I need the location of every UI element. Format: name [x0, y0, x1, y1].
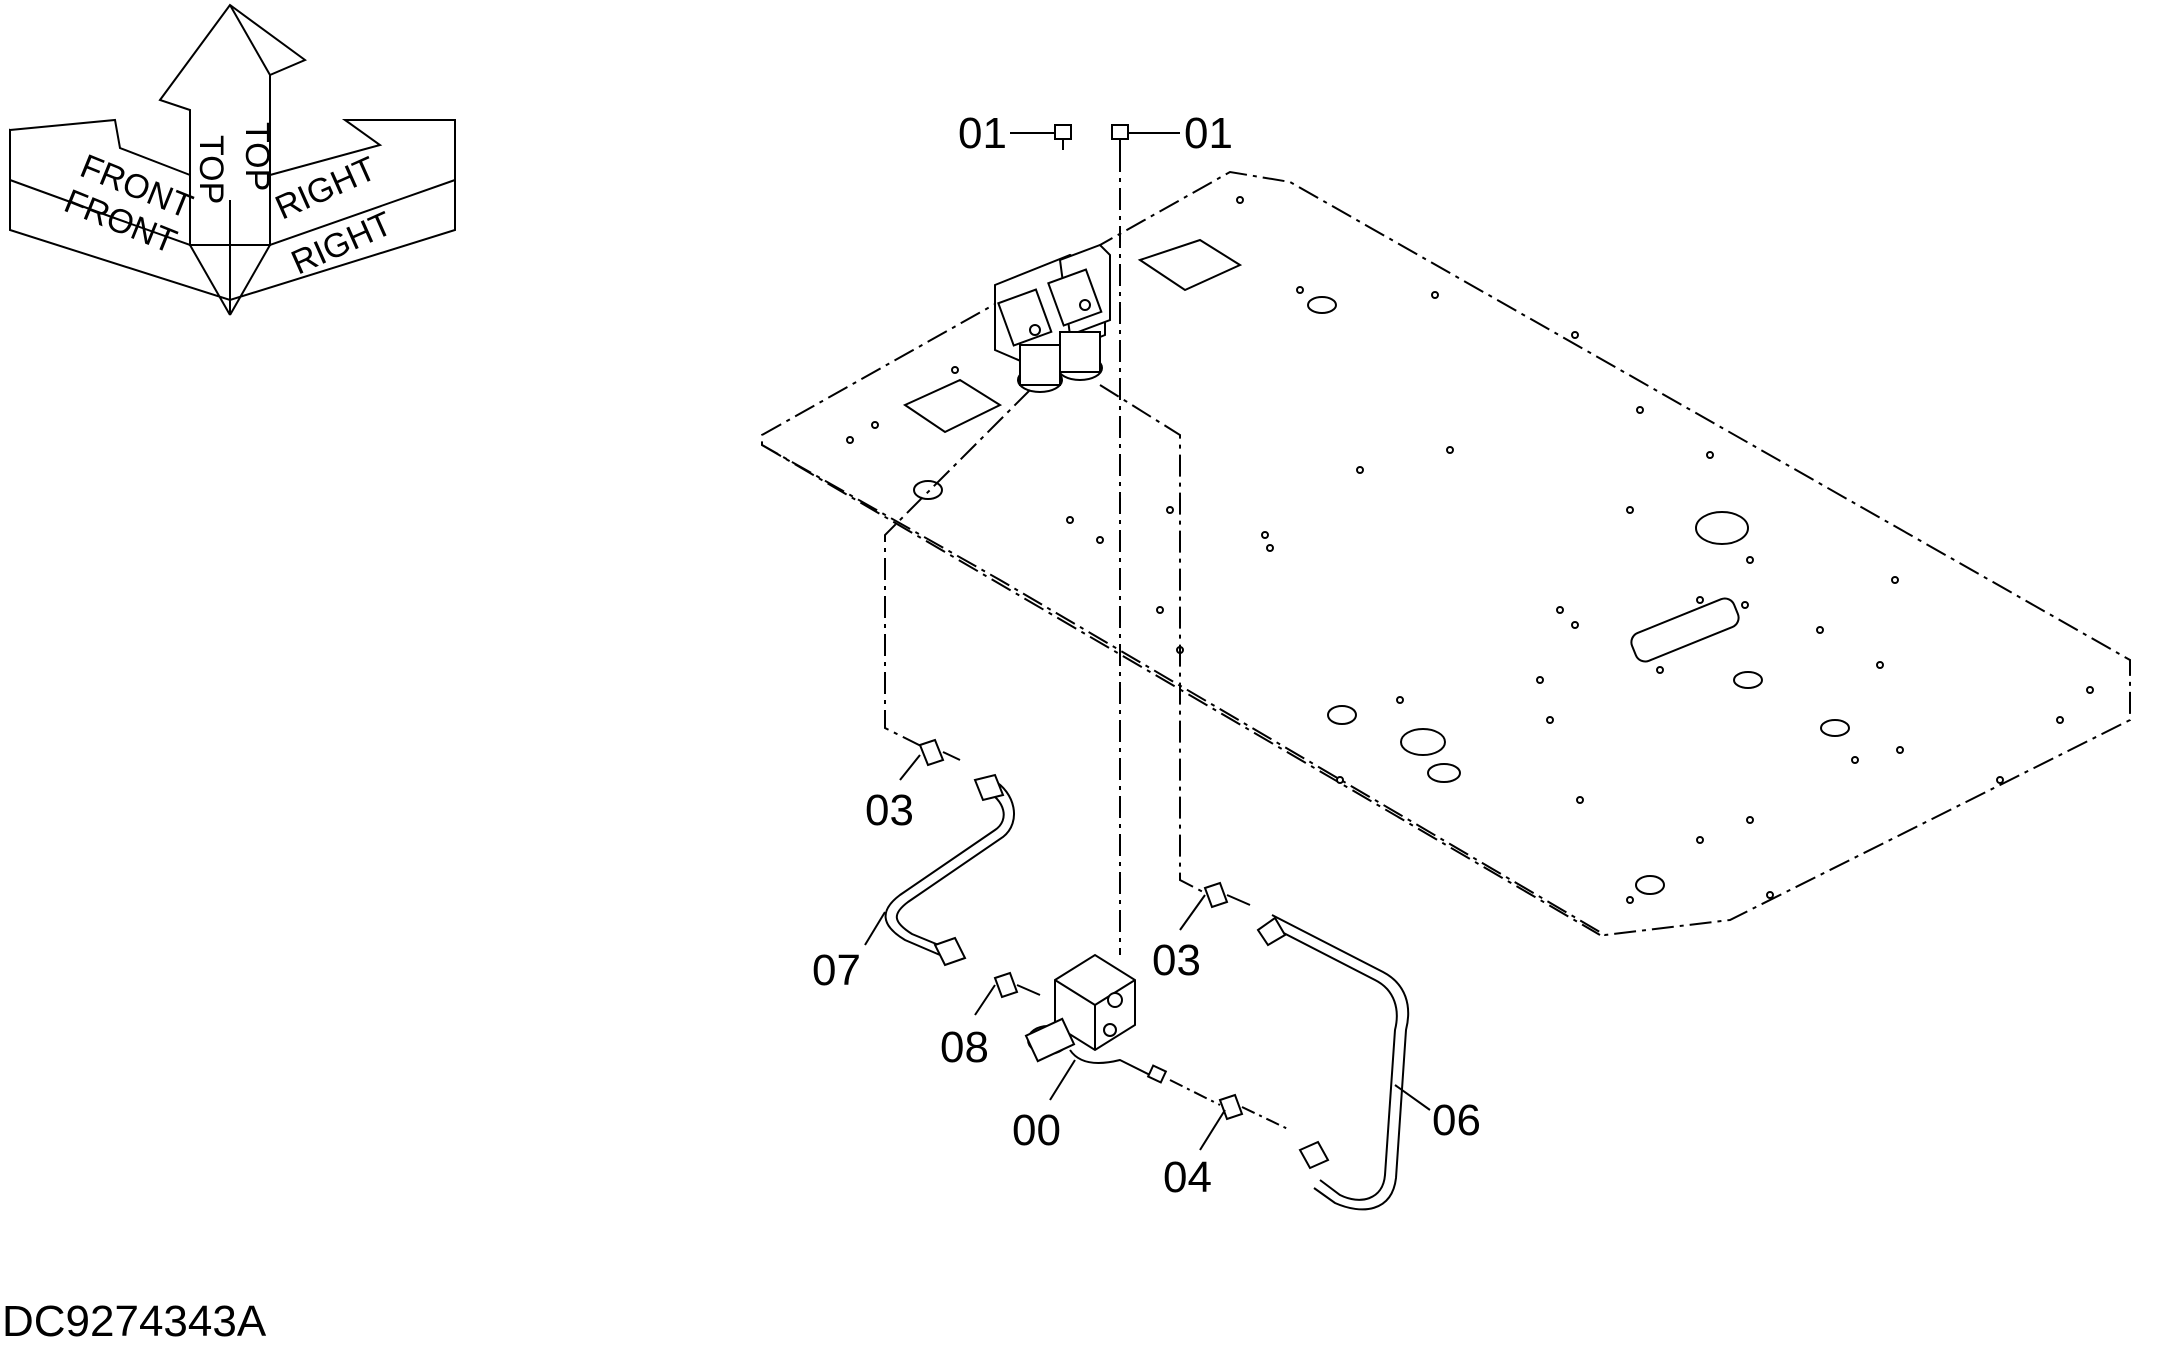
- plate-small-holes: [846, 196, 2094, 904]
- assembly-leader-lines: [884, 384, 1206, 894]
- floor-plate: [761, 170, 2131, 937]
- hose-06: [1256, 914, 1410, 1211]
- bolt-01-right: [1111, 124, 1180, 955]
- fitting-08: [993, 971, 1041, 999]
- document-code: DC9274343A: [2, 1297, 267, 1346]
- part-label-04: 04: [1163, 1153, 1212, 1202]
- part-label-03-left: 03: [865, 786, 914, 835]
- part-label-01-left: 01: [958, 109, 1007, 158]
- part-label-08: 08: [940, 1023, 989, 1072]
- fitting-03-right: [1203, 881, 1251, 909]
- part-label-07: 07: [812, 946, 861, 995]
- part-label-01-right: 01: [1184, 109, 1233, 158]
- fitting-04: [1169, 1079, 1291, 1131]
- part-label-06: 06: [1432, 1096, 1481, 1145]
- orientation-top-label-2: TOP: [238, 122, 276, 191]
- part-labels: 01 01 03 03 07 08 00 04 06: [812, 109, 1481, 1202]
- fitting-03-left: [918, 738, 961, 767]
- bolt-01-left: [1010, 124, 1072, 150]
- part-label-00: 00: [1012, 1106, 1061, 1155]
- hose-07: [884, 773, 1015, 967]
- part-label-03-right: 03: [1152, 936, 1201, 985]
- control-valve-assembly: [994, 243, 1111, 393]
- orientation-top-label: TOP: [192, 135, 230, 204]
- plate-holes: [902, 238, 1850, 895]
- valve-block-00: [1024, 953, 1168, 1084]
- orientation-indicator: [9, 3, 456, 316]
- callout-leaders: [864, 754, 1431, 1151]
